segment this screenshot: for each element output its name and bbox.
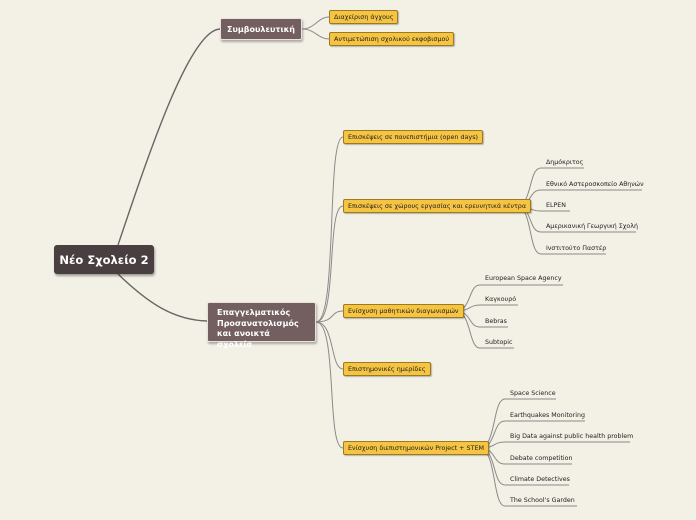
leaf-school-garden[interactable]: The School's Garden — [510, 497, 575, 504]
leaf-elpen[interactable]: ELPEN — [546, 202, 566, 209]
subtopic-bullying[interactable]: Αντιμετώπιση σχολικού εκφοβισμού — [329, 32, 455, 46]
leaf-bebras[interactable]: Bebras — [485, 318, 507, 325]
subtopic-stress-management[interactable]: Διαχείριση άγχους — [329, 10, 399, 24]
leaf-kangaroo[interactable]: Καγκουρό — [485, 296, 517, 303]
edge-b1-c1 — [301, 16, 330, 30]
leaf-earthquakes[interactable]: Earthquakes Monitoring — [510, 412, 585, 419]
edge-root-branch2 — [117, 273, 208, 322]
edge-c5-l6 — [478, 447, 506, 507]
edge-b2-c2 — [315, 205, 344, 323]
leaf-esa[interactable]: European Space Agency — [485, 275, 562, 282]
leaf-space-science[interactable]: Space Science — [510, 390, 556, 397]
leaf-farm-school[interactable]: Αμερικανική Γεωργική Σχολή — [546, 223, 638, 230]
subtopic-scientific-days[interactable]: Επιστημονικές ημερίδες — [343, 362, 431, 376]
leaf-subtopic[interactable]: Subtopic — [485, 339, 513, 346]
subtopic-student-competitions[interactable]: Ενίσχυση μαθητικών διαγωνισμών — [343, 304, 464, 318]
subtopic-workplace-visits[interactable]: Επισκέψεις σε χώρους εργασίας και ερευνη… — [343, 199, 532, 213]
edge-b1-c2 — [301, 28, 330, 40]
root-topic[interactable]: Νέο Σχολείο 2 — [54, 245, 154, 274]
leaf-observatory[interactable]: Εθνικό Αστεροσκοπείο Αθηνών — [546, 181, 644, 188]
edge-c2-l5 — [515, 205, 542, 255]
main-topic-counseling[interactable]: Συμβουλευτική — [220, 18, 302, 40]
edge-root-branch1 — [117, 28, 221, 246]
leaf-climate[interactable]: Climate Detectives — [510, 476, 570, 483]
edge-b2-c1 — [315, 136, 344, 323]
main-topic-career-orientation[interactable]: Επαγγελματικός Προσανατολισμός και ανοικ… — [207, 302, 316, 349]
subtopic-open-days[interactable]: Επισκέψεις σε πανεπιστήμια (open days) — [343, 130, 484, 144]
leaf-pasteur[interactable]: Ινστιτούτο Παστέρ — [546, 245, 607, 252]
leaf-demokritos[interactable]: Δημόκριτος — [546, 159, 584, 166]
leaf-debate[interactable]: Debate competition — [510, 455, 573, 462]
edge-b2-c4 — [315, 321, 344, 370]
subtopic-stem-projects[interactable]: Ενίσχυση διεπιστημονικών Project + STEM — [343, 441, 490, 455]
edge-b2-c3 — [315, 310, 344, 323]
leaf-big-data[interactable]: Big Data against public health problem — [510, 433, 634, 440]
edge-b2-c5 — [315, 321, 344, 449]
